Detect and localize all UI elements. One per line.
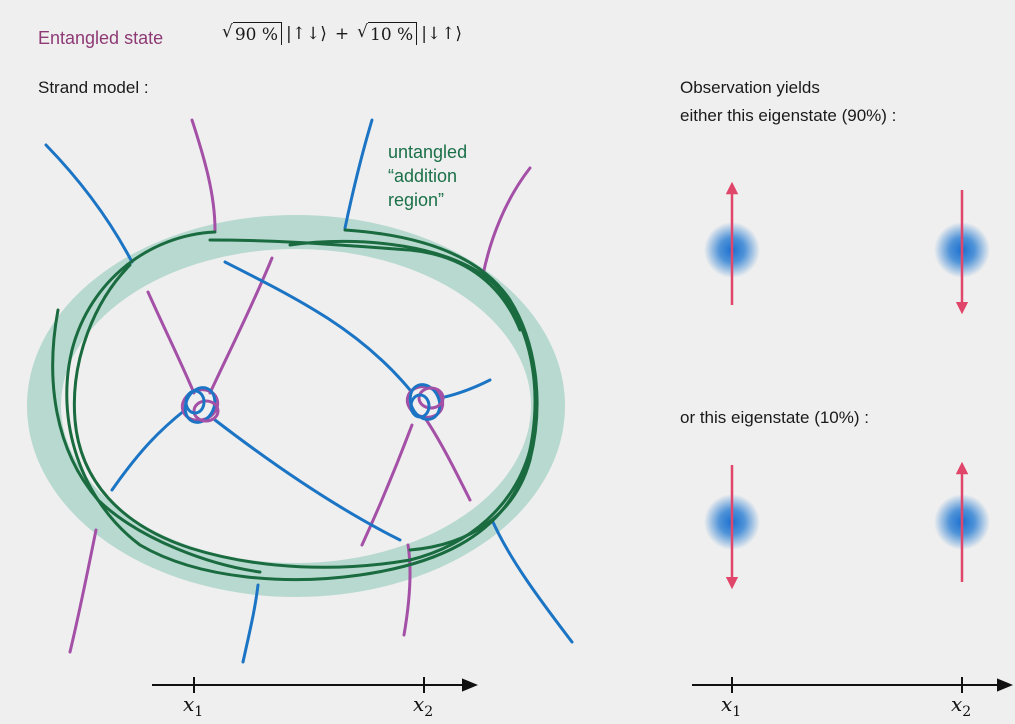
blue-strand-inner-4 <box>438 378 492 400</box>
green-strand-5 <box>208 238 522 332</box>
region-label-line-2: “addition <box>388 166 458 186</box>
purple-strand-inner-2 <box>208 256 274 395</box>
blue-strand-bottom-2 <box>490 518 574 644</box>
observation-heading: Observation yields <box>680 78 820 97</box>
axis-label-x2-right: x2 <box>951 692 972 720</box>
purple-strand-bottom-2 <box>402 543 412 637</box>
axis-label-x1-right: x1 <box>721 692 742 720</box>
green-strand-4 <box>51 308 262 574</box>
state-formula: √90 % |↑↓⟩ + √10 % |↓↑⟩ <box>222 22 462 45</box>
plus-sign: + <box>334 23 350 44</box>
region-label-line-1: untangled <box>388 142 468 162</box>
purple-strand-inner-3 <box>423 416 472 502</box>
sqrt-sign-icon: √ <box>222 22 233 42</box>
sqrt-sign-icon: √ <box>357 22 368 42</box>
blue-strand-top-2 <box>343 118 374 230</box>
axis-label-x1-left: x1 <box>183 692 204 720</box>
green-strand-3 <box>343 228 539 552</box>
sqrt-term-2: √10 % <box>357 22 418 45</box>
purple-strand-top-2 <box>481 166 532 277</box>
region-label-line-3: region” <box>388 190 445 210</box>
axis-label-x2-left: x2 <box>413 692 434 720</box>
knot-left <box>180 386 220 424</box>
eigenstate-1-label: either this eigenstate (90%) : <box>680 106 897 125</box>
purple-strand-bottom-1 <box>68 528 98 654</box>
blue-strand-inner-3 <box>213 418 402 542</box>
strand-model-label: Strand model : <box>38 78 149 97</box>
blue-strand-inner-1 <box>223 260 412 392</box>
eigenstate-2-spins <box>704 461 990 590</box>
eigenstate-2-label: or this eigenstate (10%) : <box>680 408 869 427</box>
region-label: untangled “addition region” <box>388 140 467 212</box>
purple-strand-inner-1 <box>146 290 196 395</box>
term1-ket: |↑↓⟩ <box>286 23 327 44</box>
eigenstate-1-spins <box>704 181 990 315</box>
green-strand-1 <box>65 230 537 582</box>
term2-ket: |↓↑⟩ <box>421 23 463 44</box>
purple-strand-top-1 <box>190 118 217 232</box>
term2-weight: 10 % <box>368 22 418 45</box>
purple-strand-inner-4 <box>360 423 414 547</box>
knot-right <box>405 383 445 421</box>
blue-strand-inner-2 <box>110 408 187 492</box>
sqrt-term-1: √90 % <box>222 22 283 45</box>
blue-strand-bottom-1 <box>241 583 260 664</box>
term1-weight: 90 % <box>232 22 283 45</box>
figure-title: Entangled state <box>38 28 164 48</box>
blue-strand-top-1 <box>44 143 134 264</box>
